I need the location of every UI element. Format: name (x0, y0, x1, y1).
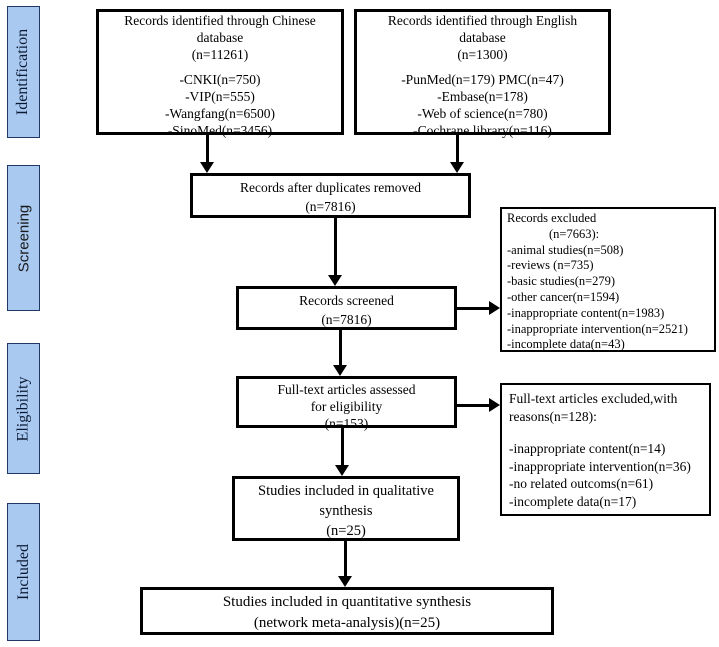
box-title-line: database (459, 30, 506, 45)
list-item: -Embase(n=178) (437, 89, 528, 104)
box-title-line: synthesis (319, 503, 373, 519)
list-item: -Cochrane library(n=116) (413, 123, 552, 138)
list-item: -Wangfang(n=6500) (165, 106, 275, 121)
box-title-line: database (196, 30, 244, 45)
box-title-line: Records excluded (507, 211, 597, 225)
stage-screening-label: Screening (15, 204, 33, 272)
arrow-head (338, 576, 352, 587)
list-item: -basic studies(n=279) (507, 274, 616, 289)
arrow-fulltext-to-qualitative (335, 428, 349, 476)
box-count-line: (n=7816) (321, 312, 372, 327)
arrow-head (489, 398, 500, 412)
box-duplicates-removed: Records after duplicates removed (n=7816… (190, 173, 471, 218)
arrow-shaft (205, 135, 209, 163)
list-item: -incomplete data(n=17) (509, 493, 637, 509)
box-records-excluded: Records excluded (n=7663): -animal studi… (500, 207, 716, 352)
arrow-duplicates-to-screened (328, 218, 342, 286)
arrow-shaft (455, 135, 459, 163)
english-database-items: -PunMed(n=179) PMC(n=47) -Embase(n=178) … (357, 71, 608, 139)
stage-identification-label: Identification (14, 28, 32, 116)
list-item: -inappropriate intervention(n=2521) (507, 321, 688, 336)
fulltext-excluded-items: -inappropriate content(n=14) -inappropri… (509, 440, 702, 510)
arrow-fulltext-to-excluded (457, 398, 500, 412)
arrow-qualitative-to-quantitative (338, 541, 352, 587)
box-count-line: (network meta-analysis)(n=25) (253, 615, 441, 631)
box-title-line: Studies included in qualitative (258, 483, 434, 499)
box-chinese-database: Records identified through Chinese datab… (96, 9, 344, 138)
arrow-head (489, 301, 500, 315)
stage-eligibility-label: Eligibility (14, 376, 32, 441)
box-records-screened: Records screened (n=7816) (236, 286, 457, 330)
box-qualitative-synthesis: Studies included in qualitative synthesi… (232, 476, 460, 541)
box-title-line: Records identified through English (387, 13, 578, 28)
stage-identification: Identification (7, 6, 40, 138)
arrow-head (333, 365, 347, 376)
arrow-head (335, 465, 349, 476)
box-title-line: Studies included in quantitative synthes… (222, 594, 472, 610)
box-title-line: Records identified through Chinese (124, 13, 316, 28)
list-item: -other cancer(n=1594) (507, 289, 620, 304)
list-item: -SinoMed(n=3456) (167, 123, 273, 138)
arrow-shaft (343, 541, 347, 577)
list-item: -incomplete data(n=43) (507, 337, 625, 352)
box-count-line: (n=7816) (305, 199, 356, 214)
arrow-shaft (457, 306, 490, 310)
arrow-shaft (457, 403, 490, 407)
box-count-line: (n=153) (324, 416, 369, 431)
box-title-line: Records after duplicates removed (239, 180, 422, 195)
box-fulltext-excluded: Full-text articles excluded,with reasons… (500, 383, 711, 516)
box-count-line: (n=25) (326, 523, 366, 539)
arrow-shaft (338, 330, 342, 366)
arrow-screened-to-fulltext (333, 330, 347, 376)
arrow-head (328, 275, 342, 286)
box-title-line: Full-text articles assessed (277, 382, 416, 397)
box-title-line: Full-text articles excluded,with (509, 391, 678, 406)
list-item: -PunMed(n=179) PMC(n=47) (401, 72, 564, 87)
arrow-head (200, 162, 214, 173)
list-item: -animal studies(n=508) (507, 242, 624, 257)
box-quantitative-synthesis: Studies included in quantitative synthes… (140, 587, 554, 635)
arrow-shaft (333, 218, 337, 276)
list-item: -CNKI(n=750) (179, 72, 261, 87)
list-item: -inappropriate intervention(n=36) (509, 458, 691, 474)
stage-eligibility: Eligibility (7, 343, 40, 474)
list-item: -inappropriate content(n=1983) (507, 305, 665, 320)
arrow-screened-to-excluded (457, 301, 500, 315)
list-item: -VIP(n=555) (185, 89, 255, 104)
arrow-chinese-to-duplicates (200, 135, 214, 173)
stage-included-label: Included (14, 544, 32, 600)
box-title-line: (n=1300) (457, 47, 508, 62)
list-item: -reviews (n=735) (507, 258, 594, 273)
box-english-database: Records identified through English datab… (354, 9, 611, 138)
box-fulltext-assessed: Full-text articles assessed for eligibil… (236, 376, 457, 431)
box-title-line: reasons(n=128): (509, 408, 597, 424)
arrow-english-to-duplicates (450, 135, 464, 173)
arrow-head (450, 162, 464, 173)
box-title-line: (n=11261) (191, 47, 249, 62)
box-count-line: (n=7663): (549, 226, 600, 241)
arrow-shaft (340, 428, 344, 466)
stage-screening: Screening (7, 165, 40, 311)
box-title-line: for eligibility (310, 399, 383, 414)
list-item: -Web of science(n=780) (417, 106, 548, 121)
chinese-database-items: -CNKI(n=750) -VIP(n=555) -Wangfang(n=650… (99, 71, 341, 139)
stage-included: Included (7, 503, 40, 641)
list-item: -no related outcoms(n=61) (509, 476, 654, 491)
list-item: -inappropriate content(n=14) (509, 441, 666, 456)
box-title-line: Records screened (299, 293, 394, 308)
